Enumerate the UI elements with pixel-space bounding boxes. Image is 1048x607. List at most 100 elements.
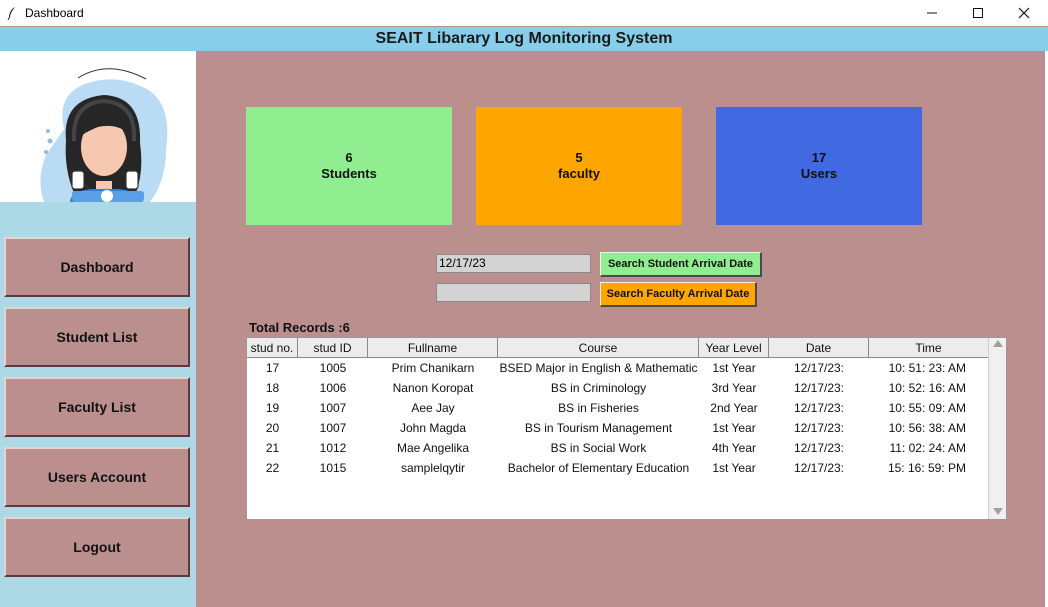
student-date-input[interactable]: 12/17/23 — [436, 254, 591, 273]
column-header-date[interactable]: Date — [769, 338, 869, 358]
cell-year-level: 2nd Year — [710, 401, 758, 415]
window-edge — [1045, 51, 1048, 607]
cell-date: 12/17/23: — [793, 361, 845, 375]
table-row[interactable]: 22 1015 samplelqytir Bachelor of Element… — [247, 458, 989, 478]
cell-date: 12/17/23: — [793, 381, 845, 395]
cell-date: 12/17/23: — [793, 441, 845, 455]
cell-stud-no: 17 — [265, 361, 280, 375]
users-label: Users — [800, 166, 838, 181]
cell-time: 10: 56: 38: AM — [888, 421, 966, 435]
table-row[interactable]: 17 1005 Prim Chanikarn BSED Major in Eng… — [247, 358, 989, 378]
faculty-date-input[interactable] — [436, 283, 591, 302]
cell-time: 15: 16: 59: PM — [887, 461, 966, 475]
sidebar: Dashboard Student List Faculty List User… — [0, 51, 196, 607]
cell-stud-id: 1005 — [319, 361, 347, 375]
cell-stud-id: 1007 — [319, 421, 347, 435]
faculty-count: 5 — [575, 150, 583, 165]
cell-date: 12/17/23: — [793, 421, 845, 435]
column-header-stud-id[interactable]: stud ID — [298, 338, 368, 358]
support-agent-illustration — [40, 68, 168, 202]
cell-year-level: 1st Year — [712, 421, 756, 435]
cell-course: BS in Tourism Management — [524, 421, 673, 435]
search-faculty-arrival-label: Search Faculty Arrival Date — [606, 288, 750, 300]
total-records-label: Total Records :6 — [249, 320, 350, 335]
cell-fullname: John Magda — [399, 421, 467, 435]
student-list-button[interactable]: Student List — [4, 307, 190, 367]
maximize-button[interactable] — [955, 0, 1001, 26]
maximize-icon — [973, 8, 983, 18]
cell-stud-no: 20 — [265, 421, 280, 435]
cell-year-level: 3rd Year — [711, 381, 757, 395]
close-button[interactable] — [1001, 0, 1047, 26]
faculty-list-button[interactable]: Faculty List — [4, 377, 190, 437]
records-table: stud no. stud ID Fullname Course Year Le… — [246, 337, 1007, 520]
title-bar: Dashboard — [0, 0, 1048, 26]
cell-stud-id: 1015 — [319, 461, 347, 475]
column-header-time[interactable]: Time — [869, 338, 989, 358]
app-title: SEAIT Libarary Log Monitoring System — [375, 30, 673, 47]
minimize-button[interactable] — [909, 0, 955, 26]
column-header-course[interactable]: Course — [498, 338, 699, 358]
students-label: Students — [321, 166, 377, 181]
cell-fullname: Aee Jay — [411, 401, 455, 415]
cell-date: 12/17/23: — [793, 461, 845, 475]
table-row[interactable]: 21 1012 Mae Angelika BS in Social Work 4… — [247, 438, 989, 458]
faculty-label: faculty — [558, 166, 600, 181]
search-student-arrival-label: Search Student Arrival Date — [607, 258, 754, 270]
table-body: 17 1005 Prim Chanikarn BSED Major in Eng… — [247, 358, 989, 478]
cell-course: BS in Fisheries — [558, 401, 639, 415]
cell-course: BS in Criminology — [550, 381, 647, 395]
cell-year-level: 1st Year — [712, 461, 756, 475]
cell-fullname: Mae Angelika — [396, 441, 470, 455]
cell-stud-id: 1012 — [319, 441, 347, 455]
cell-time: 10: 55: 09: AM — [888, 401, 966, 415]
cell-stud-no: 21 — [265, 441, 280, 455]
cell-time: 11: 02: 24: AM — [889, 441, 967, 455]
dashboard-button-label: Dashboard — [60, 259, 134, 275]
minimize-icon — [927, 12, 937, 14]
cell-stud-no: 19 — [265, 401, 280, 415]
app-header: SEAIT Libarary Log Monitoring System — [0, 27, 1048, 51]
table-row[interactable]: 18 1006 Nanon Koropat BS in Criminology … — [247, 378, 989, 398]
cell-stud-no: 22 — [265, 461, 280, 475]
column-header-fullname[interactable]: Fullname — [368, 338, 498, 358]
avatar — [0, 51, 196, 202]
column-header-year-level[interactable]: Year Level — [699, 338, 769, 358]
search-faculty-arrival-button[interactable]: Search Faculty Arrival Date — [600, 282, 757, 307]
search-student-arrival-button[interactable]: Search Student Arrival Date — [600, 252, 762, 277]
users-account-button[interactable]: Users Account — [4, 447, 190, 507]
window-title: Dashboard — [25, 6, 84, 20]
column-header-stud-no[interactable]: stud no. — [247, 338, 298, 358]
students-count: 6 — [345, 150, 353, 165]
close-icon — [1018, 7, 1030, 19]
table-row[interactable]: 19 1007 Aee Jay BS in Fisheries 2nd Year… — [247, 398, 989, 418]
logout-button-label: Logout — [73, 539, 121, 555]
cell-fullname: samplelqytir — [400, 461, 466, 475]
scroll-down-arrow-icon[interactable] — [993, 508, 1003, 515]
cell-stud-no: 18 — [265, 381, 280, 395]
cell-course: BS in Social Work — [550, 441, 647, 455]
cell-fullname: Nanon Koropat — [392, 381, 474, 395]
users-count: 17 — [811, 150, 827, 165]
users-account-button-label: Users Account — [47, 469, 147, 485]
table-header: stud no. stud ID Fullname Course Year Le… — [247, 338, 989, 358]
scroll-up-arrow-icon[interactable] — [993, 340, 1003, 347]
logout-button[interactable]: Logout — [4, 517, 190, 577]
cell-stud-id: 1006 — [319, 381, 347, 395]
dashboard-button[interactable]: Dashboard — [4, 237, 190, 297]
faculty-stat-card: 5 faculty — [476, 107, 682, 225]
cell-date: 12/17/23: — [793, 401, 845, 415]
cell-time: 10: 51: 23: AM — [888, 361, 966, 375]
cell-year-level: 1st Year — [712, 361, 756, 375]
students-stat-card: 6 Students — [246, 107, 452, 225]
cell-course: BSED Major in English & Mathematic — [499, 361, 698, 375]
cell-stud-id: 1007 — [319, 401, 347, 415]
table-vertical-scrollbar[interactable] — [988, 338, 1006, 519]
cell-course: Bachelor of Elementary Education — [507, 461, 690, 475]
table-row[interactable]: 20 1007 John Magda BS in Tourism Managem… — [247, 418, 989, 438]
faculty-list-button-label: Faculty List — [58, 399, 136, 415]
cell-fullname: Prim Chanikarn — [391, 361, 475, 375]
users-stat-card: 17 Users — [716, 107, 922, 225]
feather-icon — [6, 5, 18, 21]
